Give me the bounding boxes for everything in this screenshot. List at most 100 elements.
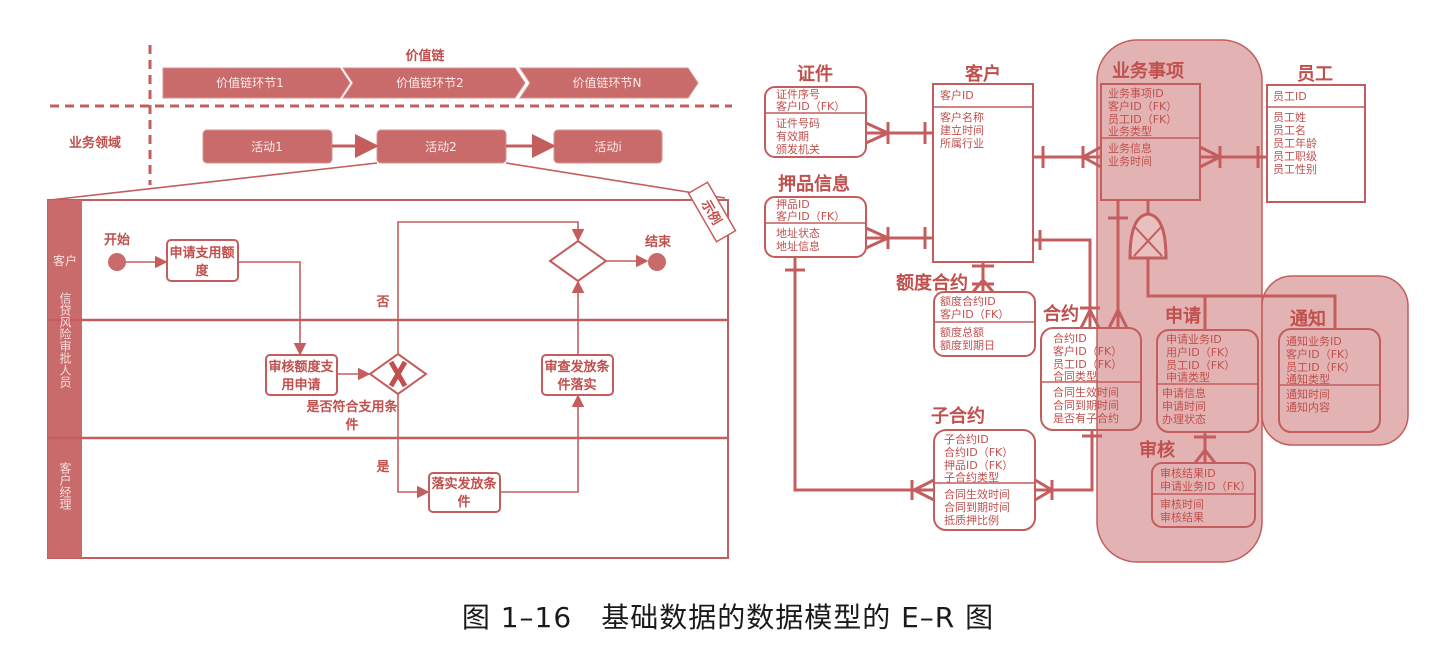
swimlane-diagram: 客户 信贷风险审批人员 客户经理 示例 开始 申请支用额 度 审核额度支 用申请… [47, 181, 737, 559]
task-label: 审核额度支 [268, 359, 334, 375]
entity-field: 员工ID（FK） [1108, 113, 1177, 126]
entity-field: 合同生效时间 [944, 487, 1010, 501]
zoom-line [505, 162, 726, 199]
entity-field: 员工名 [1273, 123, 1306, 137]
entity-field: 业务事项ID [1108, 87, 1164, 100]
lane-header-column [48, 200, 82, 558]
activity-label: 活动i [594, 140, 621, 154]
entity-field: 办理状态 [1162, 412, 1206, 426]
entity-field: 客户ID [940, 88, 974, 102]
entity-field: 业务类型 [1108, 124, 1152, 138]
entity-field: 客户ID（FK） [940, 307, 1009, 321]
relationship-lines [785, 121, 1337, 502]
entity-field: 额度总额 [940, 325, 984, 339]
entity-field: 合约ID（FK） [944, 445, 1013, 459]
entity-field: 员工职级 [1273, 150, 1317, 163]
entity-field: 通知业务ID [1286, 334, 1342, 348]
entity-field: 客户ID（FK） [1108, 99, 1177, 113]
task-apply [166, 239, 239, 282]
activity-label: 活动2 [425, 140, 457, 154]
entity-field: 业务时间 [1108, 155, 1152, 168]
task-label: 件落实 [557, 377, 596, 393]
entity-field: 地址状态 [776, 226, 820, 240]
entity-field: 额度到期日 [940, 338, 995, 352]
entity-field: 通知内容 [1286, 400, 1330, 414]
x-mark-icon [388, 360, 408, 388]
condition-label: 件 [345, 417, 358, 433]
entity-field: 合同到期时间 [944, 500, 1010, 514]
entity-field: 申请业务ID（FK） [1160, 480, 1251, 493]
no-label: 否 [375, 295, 389, 310]
lane-customer: 客户 [53, 253, 77, 268]
entity-field: 合同类型 [1053, 369, 1097, 383]
entity-field: 合约ID [1053, 331, 1087, 345]
entity-field: 员工姓 [1273, 110, 1306, 124]
figure-canvas: 价值链 价值链环节1 价值链环节2 价值链环节N 业务领域 活动1 活动2 活动… [47, 39, 1409, 563]
condition-label: 是否符合支用条 [305, 399, 398, 415]
entity-field: 建立时间 [940, 123, 984, 137]
entity-field: 客户ID（FK） [1053, 344, 1122, 358]
entity-field: 员工ID（FK） [1053, 358, 1122, 371]
entity-field: 审核结果 [1160, 510, 1204, 524]
task-label: 落实发放条 [431, 476, 497, 492]
zoom-line [49, 162, 378, 201]
task-label: 申请支用额 [169, 245, 234, 261]
entity-title: 通知 [1290, 308, 1326, 330]
entity-field: 颁发机关 [776, 142, 820, 156]
entity-field: 客户ID（FK） [776, 99, 845, 113]
entity-field: 合同生效时间 [1053, 385, 1119, 399]
subtype-symbol [1128, 212, 1168, 260]
entity-title: 申请 [1165, 305, 1201, 327]
task-review [265, 354, 338, 396]
entity-field: 通知时间 [1286, 387, 1330, 401]
entity-field: 所属行业 [940, 137, 984, 150]
entity-title: 审核 [1139, 439, 1175, 461]
start-node [108, 253, 126, 271]
entity-field: 是否有子合约 [1053, 411, 1119, 425]
value-chain-stage-n [519, 67, 699, 99]
business-domain-label: 业务领域 [69, 135, 121, 151]
value-chain-title: 价值链 [405, 48, 445, 64]
activity-label: 活动1 [251, 140, 283, 154]
entity-title: 业务事项 [1112, 60, 1184, 82]
entity-field: 证件序号 [776, 87, 820, 101]
entity-field: 员工年龄 [1273, 136, 1317, 150]
value-chain-stage-1 [162, 67, 351, 99]
notice-region [1261, 275, 1409, 446]
entity-field: 客户ID（FK） [776, 209, 845, 223]
entity-field: 审核时间 [1160, 497, 1204, 511]
entity-field: 客户ID（FK） [1286, 347, 1355, 361]
entity-field: 员工ID（FK） [1166, 359, 1235, 372]
entity-field: 用户ID（FK） [1166, 345, 1235, 359]
start-label: 开始 [104, 232, 130, 248]
entity-field: 押品ID [776, 197, 810, 211]
value-chain-stage-2 [342, 67, 526, 99]
stage-label: 价值链环节N [573, 75, 642, 90]
entity-field: 证件号码 [776, 117, 820, 130]
lane-credit-risk: 信贷风险审批人员 [58, 292, 72, 389]
entity-field: 额度合约ID [940, 294, 996, 308]
entity-title: 证件 [797, 63, 833, 85]
entity-field: 审核结果ID [1160, 466, 1216, 480]
yes-label: 是 [375, 460, 390, 475]
entity-field: 子合约类型 [944, 470, 999, 484]
stage-label: 价值链环节1 [216, 75, 284, 90]
entity-field: 申请信息 [1162, 386, 1206, 400]
entity-title: 额度合约 [896, 272, 968, 294]
entity-field: 抵质押比例 [944, 513, 999, 527]
entity-title: 押品信息 [778, 173, 850, 195]
entity-field: 合同到期时间 [1053, 398, 1119, 412]
end-node [648, 253, 666, 271]
